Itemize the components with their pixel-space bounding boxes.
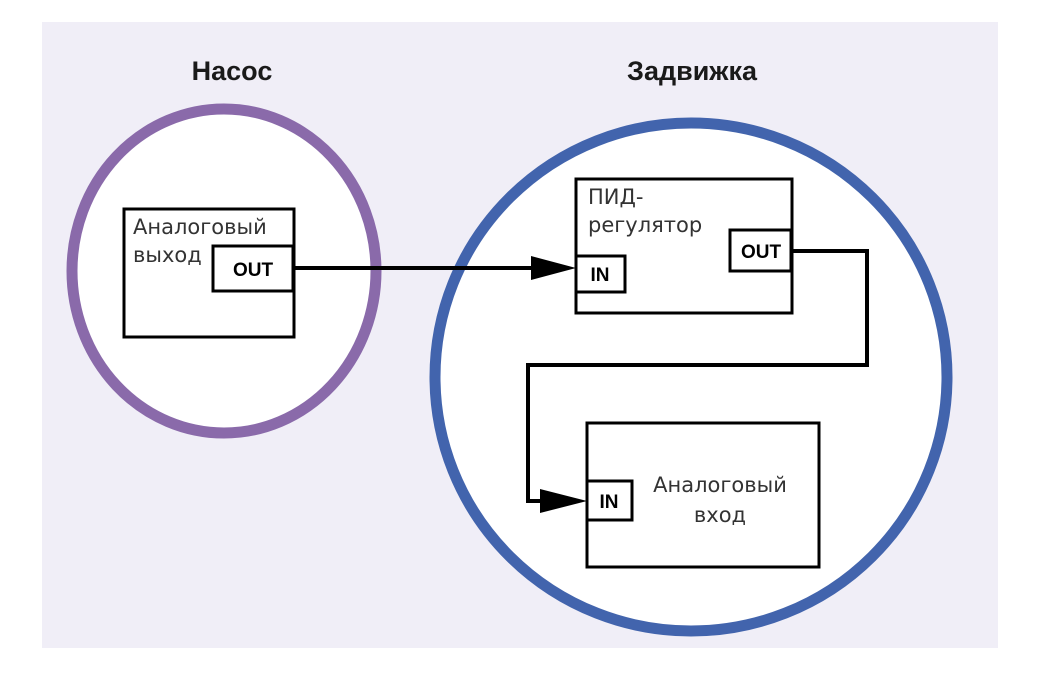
pid-in-port-frame	[574, 254, 627, 294]
pump-out-port-label: OUT	[233, 260, 274, 281]
pump-analog-output-block[interactable]: Аналоговый выход OUT	[122, 207, 296, 339]
connector-line	[526, 249, 869, 503]
input-block-label-line2: вход	[694, 503, 746, 527]
input-block-label-line1: Аналоговый	[653, 473, 787, 497]
input-in-port-frame	[585, 479, 634, 522]
connector-pump-to-pid	[294, 256, 576, 280]
pump-block-label-line2: выход	[133, 243, 202, 267]
input-in-port-label: IN	[600, 492, 619, 513]
connector-pid-to-input	[526, 249, 869, 513]
pump-title: Насос	[192, 56, 273, 86]
arrowhead-icon	[540, 489, 587, 513]
pid-block-label-line1: ПИД-	[588, 185, 643, 209]
arrowhead-icon	[531, 256, 576, 280]
pid-out-port-frame	[728, 228, 793, 273]
pid-regulator-block[interactable]: ПИД- регулятор IN OUT	[574, 177, 794, 315]
pid-block-label-line2: регулятор	[588, 213, 702, 237]
valve-analog-input-block[interactable]: Аналоговый вход IN	[585, 421, 821, 569]
pump-block-label-line1: Аналоговый	[133, 215, 267, 239]
pid-in-port-label: IN	[591, 265, 610, 286]
pid-out-port-label: OUT	[741, 242, 782, 263]
pump-out-port-frame	[211, 244, 295, 293]
valve-title: Задвижка	[627, 56, 758, 86]
